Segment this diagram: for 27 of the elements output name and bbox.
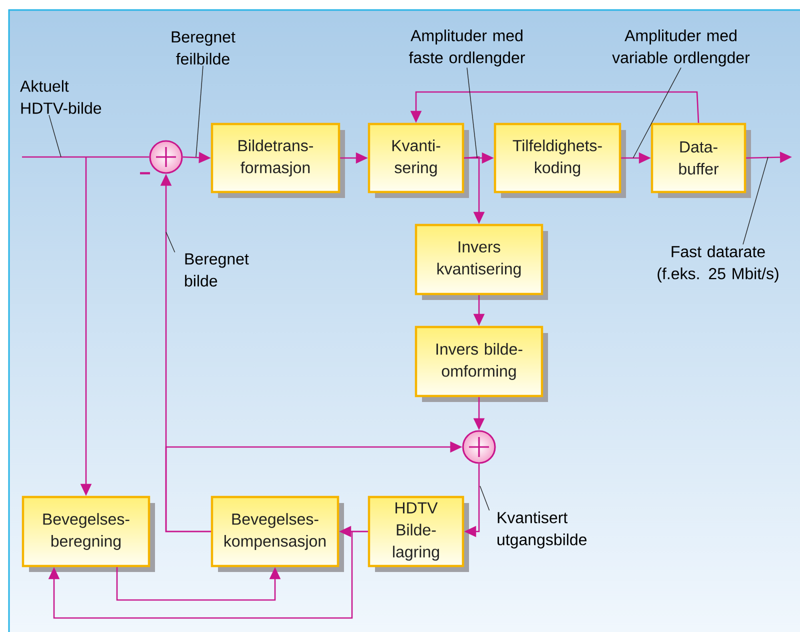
callout-text: Aktuelt HDTV-bilde <box>20 80 102 114</box>
process-box: Data- buffer <box>650 122 751 198</box>
callout-text: Beregnet feilbilde <box>172 31 236 65</box>
process-box: Bevegelses- beregning <box>22 496 155 572</box>
process-box: Invers bilde- omforming <box>414 326 548 402</box>
leader-line <box>466 67 478 158</box>
process-box: Bildetrans- formasjon <box>210 122 345 198</box>
process-box: HDTV Bilde- lagring <box>368 496 469 572</box>
adder-circle <box>149 140 183 174</box>
sign-label: − <box>140 172 150 174</box>
process-box: Bevegelses- kompensasjon <box>210 496 344 572</box>
callout-text: Amplituder med faste ordlengder <box>408 30 525 66</box>
leader-line <box>166 232 176 253</box>
arrow <box>48 530 368 619</box>
leader-line <box>196 65 204 158</box>
callout-text: Fast datarate (f.eks. 25 Mbit/s) <box>658 246 778 282</box>
process-box: Tilfeldighets- koding <box>494 122 626 198</box>
callout-text: Amplituder med variable ordlengder <box>612 30 750 66</box>
leader-line <box>632 67 682 158</box>
process-box: Kvanti- sering <box>368 122 469 198</box>
leader-line <box>742 156 768 245</box>
process-box: Invers kvantisering <box>414 224 548 300</box>
callout-text: Beregnet bilde <box>185 253 249 287</box>
leader-line <box>48 114 62 158</box>
adder-circle <box>462 430 496 464</box>
callout-text: Kvantisert utgangsbilde <box>498 512 587 548</box>
leader-line <box>480 486 490 511</box>
